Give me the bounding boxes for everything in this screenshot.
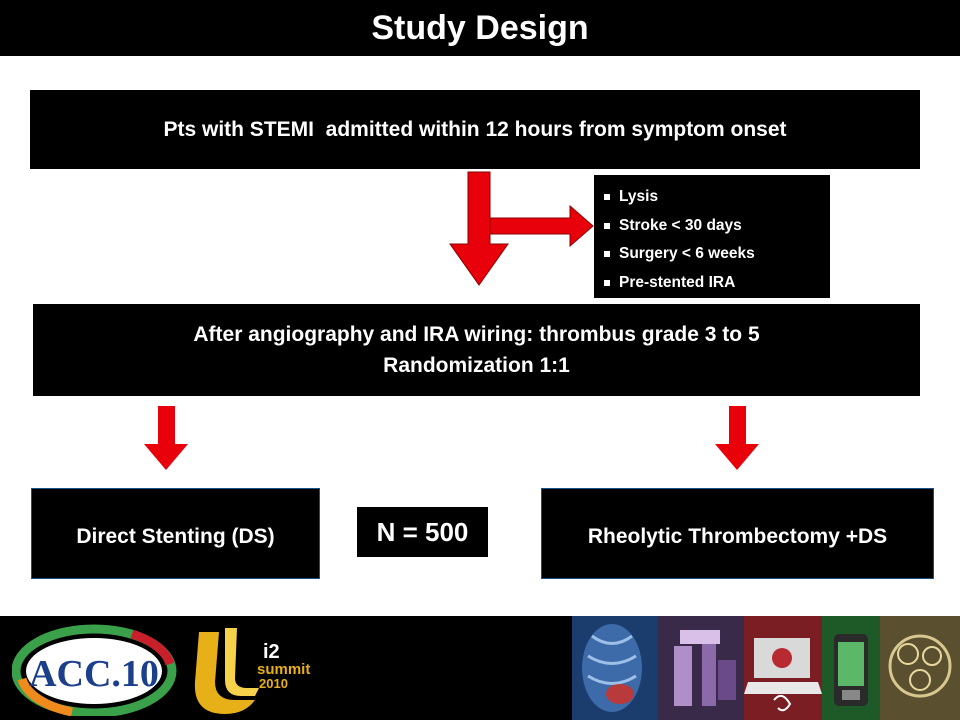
randomization-ratio-text: Randomization 1:1 (383, 354, 570, 377)
exclusion-item: Surgery < 6 weeks (604, 240, 830, 269)
eligibility-text: Pts with STEMI admitted within 12 hours … (163, 117, 787, 141)
i2-logo-summit-text: summit (257, 661, 310, 678)
exclusion-list-box: Lysis Stroke < 30 days Surgery < 6 weeks… (594, 175, 830, 298)
i2-logo-year-text: 2010 (259, 676, 288, 691)
randomization-box: After angiography and IRA wiring: thromb… (33, 304, 920, 396)
down-arrow-icon (715, 406, 759, 470)
robotic-surgery-image (658, 616, 744, 720)
sample-size-label: N = 500 (376, 516, 469, 547)
eligibility-box: Pts with STEMI admitted within 12 hours … (30, 90, 920, 169)
thrombectomy-arm-box: Rheolytic Thrombectomy +DS (541, 488, 934, 579)
mobile-phone-image (822, 616, 880, 720)
exclusion-list: Lysis Stroke < 30 days Surgery < 6 weeks… (594, 175, 830, 297)
down-arrow-icon (449, 171, 509, 286)
anatomy-image (572, 616, 658, 720)
bullet-icon (604, 279, 610, 286)
direct-stenting-arm-box: Direct Stenting (DS) (31, 488, 320, 579)
acc-logo: ACC.10 (12, 624, 177, 716)
molecule-image (880, 616, 960, 720)
exclusion-item: Pre-stented IRA (604, 269, 830, 298)
bullet-icon (604, 194, 610, 201)
exclusion-item: Stroke < 30 days (604, 212, 830, 241)
bullet-icon (604, 251, 610, 258)
exclusion-item: Lysis (604, 183, 830, 212)
right-arrow-icon (489, 204, 594, 248)
i2-summit-logo: i2 summit 2010 (194, 628, 310, 714)
randomization-criteria-text: After angiography and IRA wiring: thromb… (193, 323, 760, 346)
down-arrow-icon (144, 406, 188, 470)
bullet-icon (604, 222, 610, 229)
footer-banner: ACC.10 i2 summit 2010 (0, 616, 960, 720)
laptop-image (744, 616, 822, 720)
title-bar: Study Design (0, 0, 960, 56)
sample-size-box: N = 500 (357, 507, 488, 557)
i2-logo-text: i2 (263, 641, 280, 663)
slide-title: Study Design (371, 9, 589, 47)
acc-logo-text: ACC.10 (29, 653, 159, 695)
direct-stenting-label: Direct Stenting (DS) (76, 524, 275, 548)
thrombectomy-label: Rheolytic Thrombectomy +DS (587, 524, 888, 548)
